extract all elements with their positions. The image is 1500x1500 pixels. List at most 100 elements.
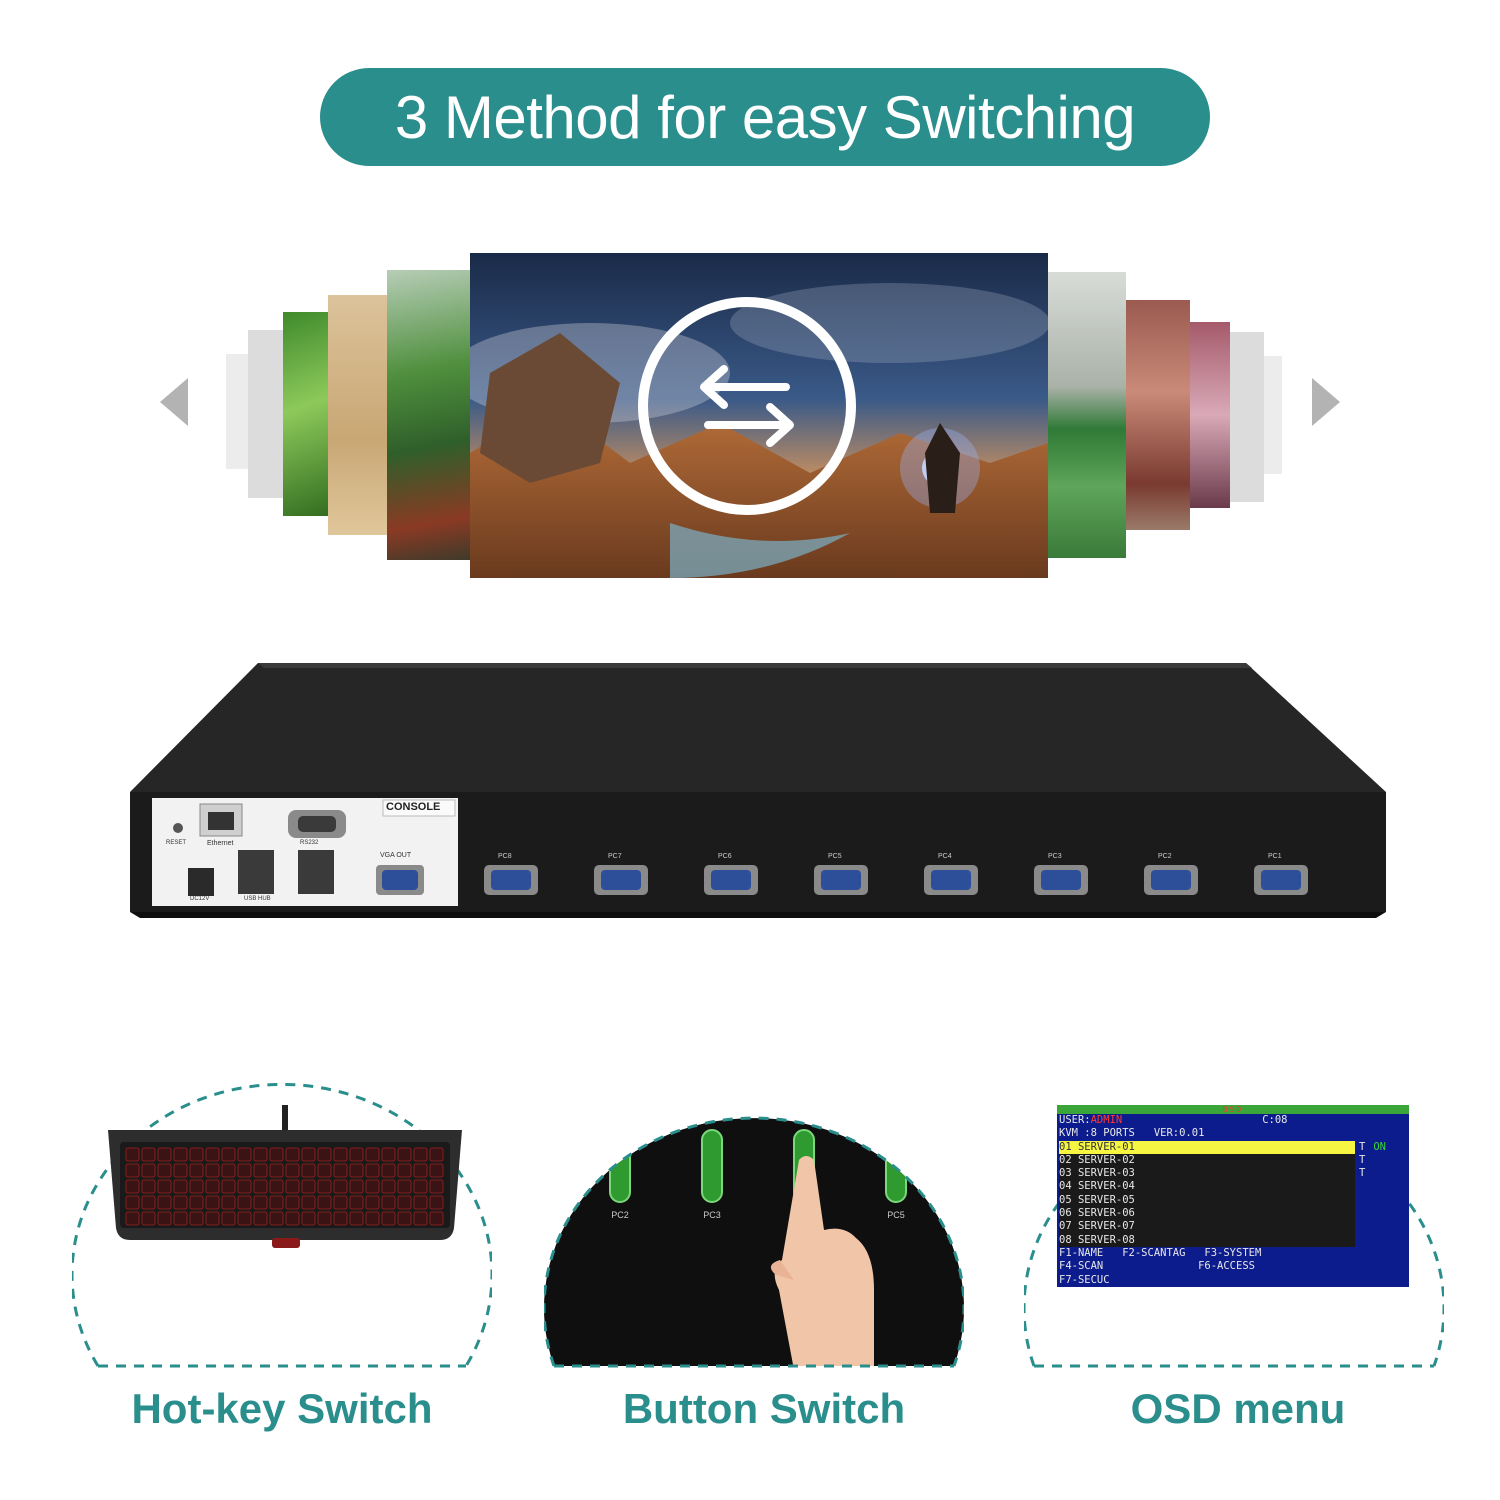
keyboard-key: [349, 1179, 364, 1194]
screen-carousel: [0, 250, 1500, 580]
osd-server-row[interactable]: 08 SERVER-08: [1057, 1233, 1409, 1247]
keyboard-key: [157, 1179, 172, 1194]
rs232-label: RS232: [300, 840, 319, 846]
keyboard-key: [349, 1147, 364, 1162]
panel-button[interactable]: PC3: [701, 1129, 723, 1220]
keyboard-key: [317, 1147, 332, 1162]
keyboard-key: [397, 1211, 412, 1226]
osd-server-row[interactable]: 04 SERVER-04: [1057, 1180, 1409, 1194]
keyboard-key: [221, 1211, 236, 1226]
osd-server-row[interactable]: 05 SERVER-05: [1057, 1193, 1409, 1208]
keyboard-key: [429, 1179, 444, 1194]
keyboard-key: [253, 1163, 268, 1178]
osd-server-name: 01 SERVER-01: [1059, 1140, 1355, 1154]
osd-server-row[interactable]: 07 SERVER-07: [1057, 1220, 1409, 1234]
keyboard-key: [125, 1147, 140, 1162]
keyboard-key: [173, 1179, 188, 1194]
osd-footer-3: F7-SECUC: [1059, 1273, 1110, 1286]
keyboard-key: [221, 1195, 236, 1210]
keyboard-key: [301, 1179, 316, 1194]
osd-server-name: 02 SERVER-02: [1059, 1153, 1355, 1168]
vga-port[interactable]: [704, 865, 758, 895]
osd-server-row[interactable]: 06 SERVER-06: [1057, 1207, 1409, 1221]
keyboard-key: [301, 1195, 316, 1210]
keyboard-key: [333, 1211, 348, 1226]
console-label: CONSOLE: [386, 801, 441, 813]
vga-port[interactable]: [814, 865, 868, 895]
vga-port[interactable]: [924, 865, 978, 895]
keyboard-key: [141, 1147, 156, 1162]
keyboard-key: [141, 1163, 156, 1178]
arrow-left-icon[interactable]: [160, 378, 188, 426]
keyboard-key: [333, 1163, 348, 1178]
osd-user-value: ADMIN: [1090, 1114, 1123, 1126]
keyboard-key: [157, 1147, 172, 1162]
vga-port[interactable]: [594, 865, 648, 895]
panel-button-label: PC2: [611, 1210, 629, 1220]
keyboard-key: [381, 1195, 396, 1210]
keyboard-key: [173, 1195, 188, 1210]
keyboard-key: [253, 1147, 268, 1162]
osd-flag-t: T: [1359, 1140, 1366, 1153]
vga-port[interactable]: [1144, 865, 1198, 895]
keyboard-key: [189, 1195, 204, 1210]
vga-port-label: PC8: [498, 853, 512, 860]
keyboard-key: [333, 1179, 348, 1194]
panel-button-label: PC3: [703, 1210, 721, 1220]
keyboard-icon: [108, 1105, 462, 1248]
keyboard-key: [381, 1179, 396, 1194]
keyboard-key: [141, 1179, 156, 1194]
osd-label: OSD menu: [1130, 1385, 1346, 1432]
keyboard-key: [221, 1179, 236, 1194]
keyboard-key: [237, 1211, 252, 1226]
slide-right-1: [1046, 272, 1126, 558]
keyboard-key: [365, 1195, 380, 1210]
vga-port-label: PC6: [718, 853, 732, 860]
arrow-right-icon[interactable]: [1312, 378, 1340, 426]
keyboard-key: [317, 1179, 332, 1194]
keyboard-key: [189, 1163, 204, 1178]
keyboard-key: [221, 1147, 236, 1162]
title-banner: 3 Method for easy Switching: [320, 68, 1210, 166]
keyboard-key: [205, 1179, 220, 1194]
osd-header: OSD: [1057, 1105, 1409, 1114]
hotkey-label: Hot-key Switch: [131, 1385, 433, 1432]
keyboard-key: [237, 1179, 252, 1194]
hotkey-feature-circle: [72, 1083, 492, 1368]
keyboard-key: [397, 1195, 412, 1210]
osd-server-name: 08 SERVER-08: [1059, 1233, 1355, 1247]
keyboard-key: [141, 1195, 156, 1210]
keyboard-key: [413, 1211, 428, 1226]
keyboard-key: [317, 1195, 332, 1210]
keyboard-key: [429, 1195, 444, 1210]
vga-port[interactable]: [484, 865, 538, 895]
title-text: 3 Method for easy Switching: [394, 83, 1136, 151]
osd-flag-t: T: [1359, 1167, 1366, 1180]
vga-port[interactable]: [1034, 865, 1088, 895]
keyboard-key: [429, 1147, 444, 1162]
keyboard-key: [285, 1147, 300, 1162]
osd-footer-1: F1-NAME F2-SCANTAG F3-SYSTEM: [1059, 1246, 1262, 1259]
keyboard-key: [205, 1195, 220, 1210]
keyboard-key: [189, 1147, 204, 1162]
vga-port[interactable]: [1254, 865, 1308, 895]
keyboard-key: [125, 1179, 140, 1194]
keyboard-key: [237, 1147, 252, 1162]
keyboard-key: [365, 1147, 380, 1162]
keyboard-key: [205, 1147, 220, 1162]
keyboard-key: [285, 1195, 300, 1210]
keyboard-key: [381, 1147, 396, 1162]
keyboard-key: [317, 1163, 332, 1178]
button-label: Button Switch: [622, 1385, 906, 1432]
keyboard-key: [397, 1179, 412, 1194]
osd-server-name: 07 SERVER-07: [1059, 1220, 1355, 1234]
keyboard-key: [333, 1147, 348, 1162]
keyboard-key: [253, 1179, 268, 1194]
keyboard-key: [301, 1147, 316, 1162]
